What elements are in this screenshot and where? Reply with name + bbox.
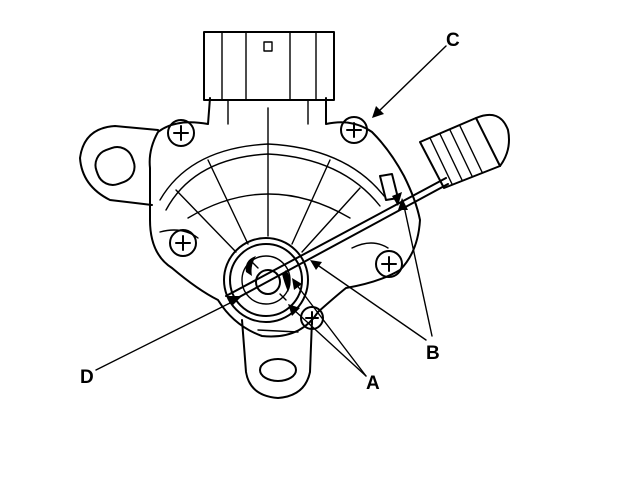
leader-c [372,45,447,118]
screw-right [375,250,403,278]
screw-upper-right [340,116,368,144]
screw-bottom [300,306,324,330]
leader-b [310,198,433,341]
callout-label-b: B [426,343,440,364]
screw-upper-left [167,119,195,147]
leader-a [288,278,367,377]
callout-label-d: D [80,367,94,388]
bottom-mounting-tab [241,319,313,399]
callout-label-a: A [366,373,380,394]
left-mounting-ear [79,125,159,206]
leader-d [95,296,242,371]
screw-left [169,229,197,257]
callout-label-c: C [446,30,460,51]
alignment-pin [225,114,510,303]
shaft-bore [223,237,309,323]
switch-housing [148,97,421,338]
wire-connector [203,31,335,101]
alignment-notch [379,173,402,206]
